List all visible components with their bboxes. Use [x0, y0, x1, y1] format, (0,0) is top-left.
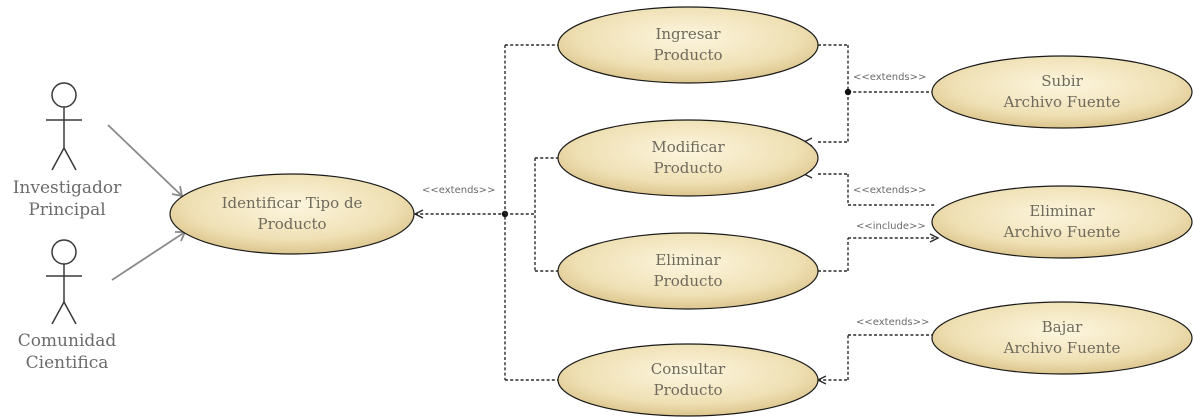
actor-label-line2: Principal [28, 200, 105, 220]
usecase-eliminar-producto[interactable]: Eliminar Producto [557, 232, 819, 310]
usecase-label-line1: Consultar [651, 360, 726, 378]
actor-investigador-principal: Investigador Principal [13, 82, 122, 220]
usecase-label-line1: Subir [1041, 72, 1083, 90]
actor-label-line1: Comunidad [18, 331, 117, 351]
usecase-ingresar-producto[interactable]: Ingresar Producto [557, 6, 819, 84]
stereotype-extends-subir: <<extends>> [853, 72, 926, 83]
stereotype-extends-eliminar: <<extends>> [853, 185, 926, 196]
usecase-label-line1: Identificar Tipo de [222, 194, 363, 212]
usecase-label-line1: Bajar [1042, 318, 1084, 336]
association-comunidad [111, 231, 187, 281]
usecase-label-line2: Archivo Fuente [1003, 223, 1121, 241]
usecase-label-line2: Archivo Fuente [1003, 339, 1121, 357]
usecase-label-line2: Producto [653, 272, 722, 290]
usecase-label-line2: Producto [653, 46, 722, 64]
usecase-bajar-archivo-fuente[interactable]: Bajar Archivo Fuente [931, 301, 1193, 375]
actor-label-line1: Investigador [13, 178, 122, 198]
usecase-label-line1: Eliminar [1029, 202, 1095, 220]
usecase-label-line2: Producto [653, 159, 722, 177]
stick-figure-icon [46, 82, 82, 171]
usecase-consultar-producto[interactable]: Consultar Producto [557, 343, 819, 417]
usecase-label-line2: Producto [653, 381, 722, 399]
stereotype-extends-main: <<extends>> [422, 185, 495, 196]
usecase-label-line1: Ingresar [655, 25, 721, 43]
usecase-subir-archivo-fuente[interactable]: Subir Archivo Fuente [931, 55, 1193, 129]
connectors [413, 44, 940, 385]
usecase-identificar-tipo-producto[interactable]: Identificar Tipo de Producto [169, 173, 415, 255]
usecase-eliminar-archivo-fuente[interactable]: Eliminar Archivo Fuente [931, 185, 1193, 259]
stick-figure-icon [46, 239, 82, 325]
stereotype-include-eliminar: <<include>> [856, 221, 926, 232]
junction-dot [844, 88, 852, 96]
usecase-label-line2: Archivo Fuente [1003, 93, 1121, 111]
stereotype-extends-bajar: <<extends>> [856, 317, 929, 328]
usecase-label-line1: Eliminar [655, 251, 721, 269]
usecase-label-line1: Modificar [651, 138, 725, 156]
usecase-label-line2: Producto [257, 215, 326, 233]
usecase-modificar-producto[interactable]: Modificar Producto [557, 119, 819, 197]
actor-label-line2: Cientifica [26, 353, 109, 373]
actor-comunidad-cientifica: Comunidad Cientifica [18, 239, 117, 373]
